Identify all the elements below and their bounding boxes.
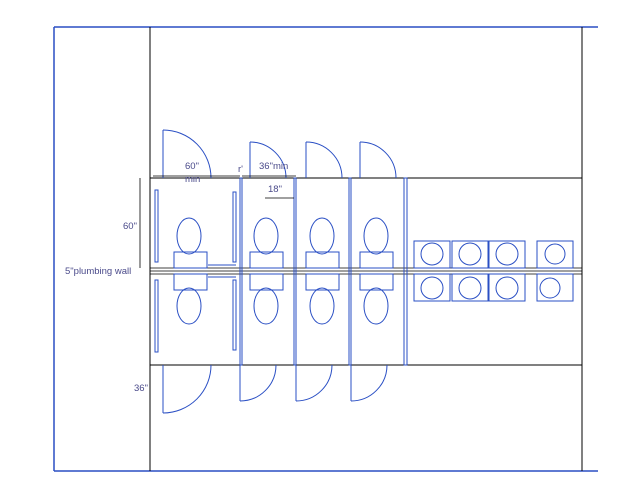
- tick-mark-label: r': [238, 164, 243, 175]
- toilet-bottom-2: [249, 273, 284, 325]
- toilet-bottom-3: [305, 273, 340, 325]
- stall-width-min-label: min: [185, 174, 200, 185]
- stall-width-label: 60": [185, 161, 199, 172]
- toilet-top-2: [249, 217, 284, 269]
- toilet-bottom-4: [359, 273, 394, 325]
- min-width-label: 36"min: [259, 161, 288, 172]
- door-width-label: 36": [134, 383, 148, 394]
- urinals: [536, 240, 574, 302]
- toilet-top-3: [305, 217, 340, 269]
- toilet-top-1: [173, 217, 208, 269]
- stall-partitions: [154, 177, 408, 366]
- fixture-spacing-label: 18": [268, 184, 282, 195]
- outer-walls: [53, 26, 598, 472]
- restroom-block: [150, 177, 582, 366]
- lavatories: [413, 240, 526, 302]
- stall-doors: [162, 129, 397, 414]
- dimension-lines: [139, 175, 296, 412]
- plumbing-wall-label: 5"plumbing wall: [65, 266, 131, 277]
- dimension-labels: 60" min r' 36"min 18" 60" 5"plumbing wal…: [65, 161, 288, 394]
- plumbing-wall: [150, 267, 582, 275]
- stall-depth-label: 60": [123, 221, 137, 232]
- toilet-top-4: [359, 217, 394, 269]
- toilet-bottom-1: [173, 273, 208, 325]
- toilets: [173, 217, 394, 325]
